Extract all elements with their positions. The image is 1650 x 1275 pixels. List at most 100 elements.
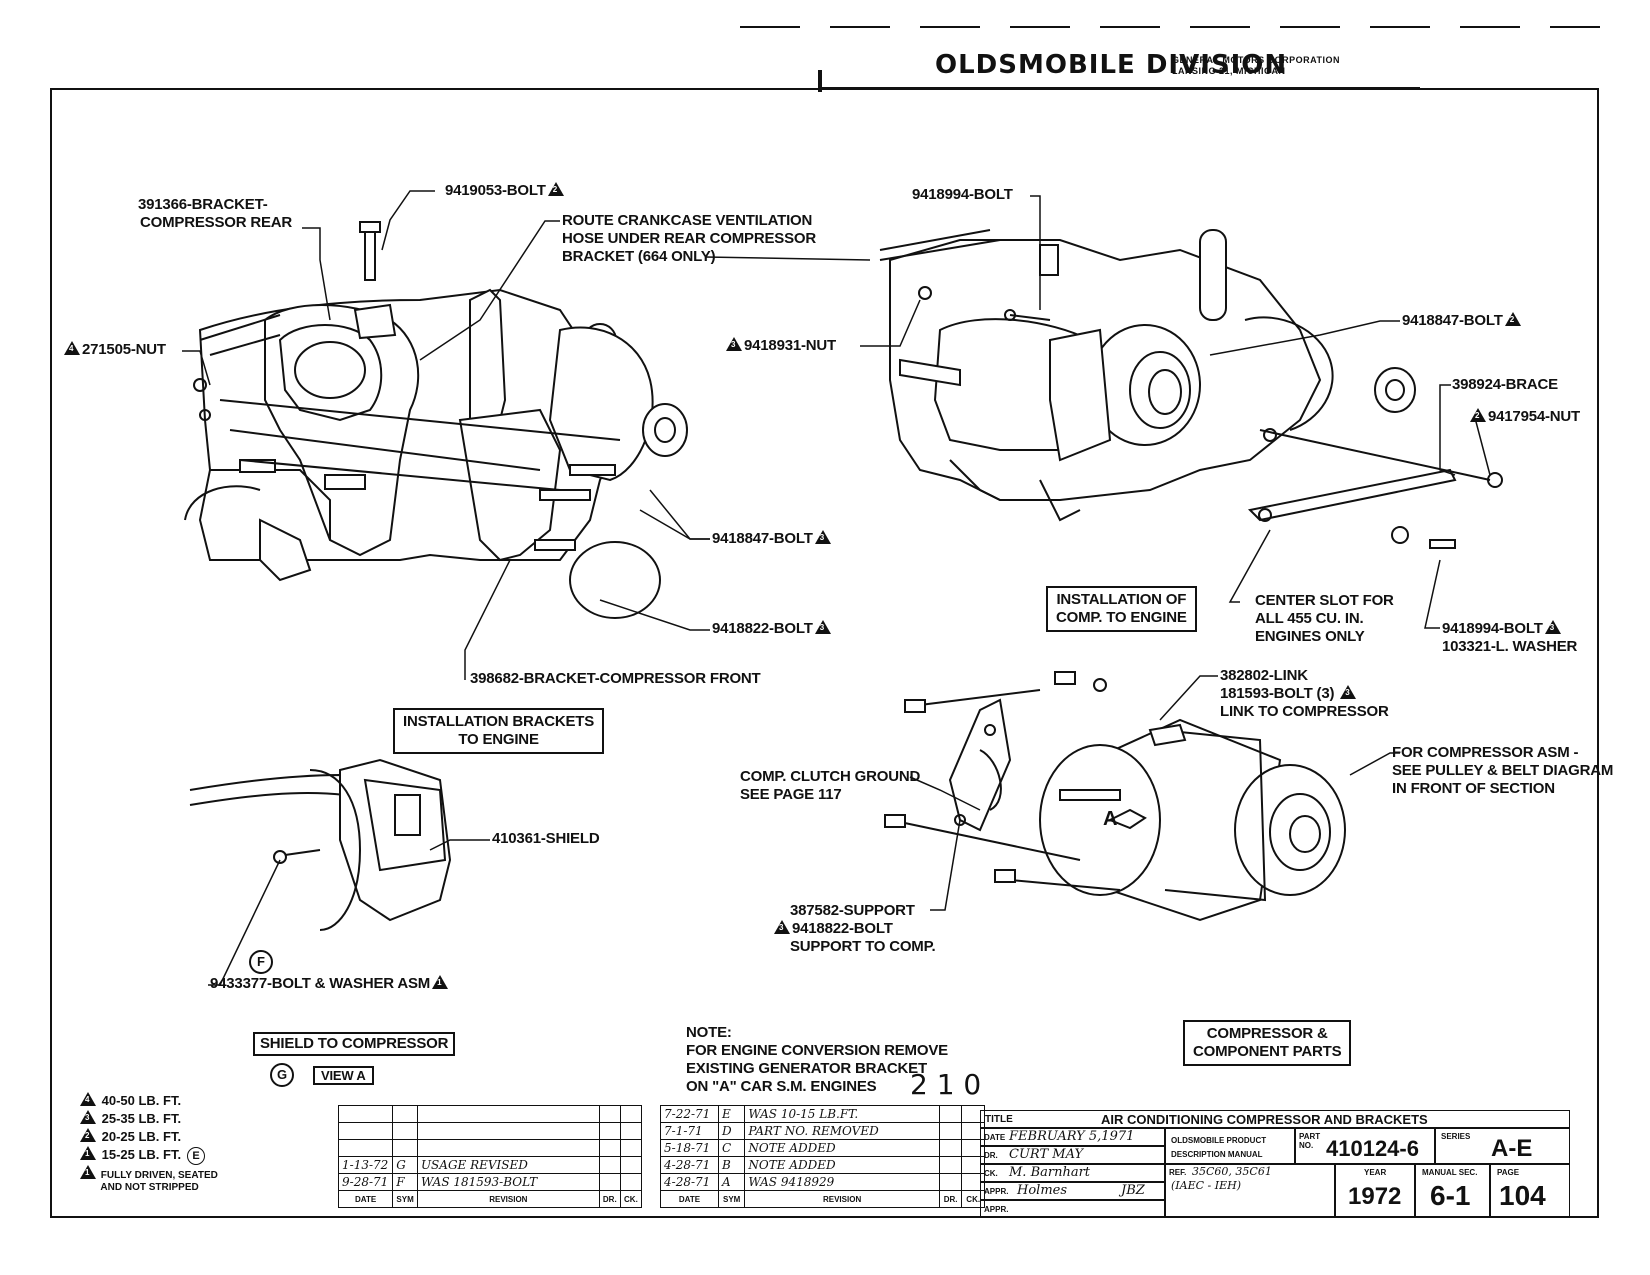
label-support-to-comp: SUPPORT TO COMP.	[790, 938, 936, 955]
title-block: TITLE AIR CONDITIONING COMPRESSOR AND BR…	[980, 1110, 1570, 1218]
division-title: OLDSMOBILE DIVISION	[935, 50, 1288, 80]
torque-legend-icon: 4	[80, 1092, 96, 1106]
revision-date: 5-18-71	[660, 1139, 719, 1157]
revision-dr	[938, 1105, 963, 1123]
revision-blank-row	[337, 1139, 643, 1157]
part-number: 410124-6	[1326, 1136, 1419, 1161]
checked-row: CK. M. Barnhart	[980, 1164, 1165, 1182]
torque-icon-number: 2	[1509, 315, 1514, 324]
label-route-line2: HOSE UNDER REAR COMPRESSOR	[562, 230, 816, 247]
label-link-to-comp: LINK TO COMPRESSOR	[1220, 703, 1389, 720]
box-compressor-parts-line2: COMPONENT PARTS	[1193, 1043, 1342, 1060]
legend-text: AND NOT STRIPPED	[98, 1182, 199, 1193]
rotation-arrow-label: A	[1103, 808, 1118, 830]
right-engine-drawing	[879, 229, 1503, 549]
box-installation-comp: INSTALLATION OF COMP. TO ENGINE	[1046, 586, 1197, 632]
label-for-compressor-line3: IN FRONT OF SECTION	[1392, 780, 1555, 797]
label-route-line3: BRACKET (664 ONLY)	[562, 248, 716, 265]
revision-ck	[619, 1156, 643, 1174]
legend-text: FULLY DRIVEN, SEATED	[98, 1170, 218, 1181]
label-bracket-rear-line1: 391366-BRACKET-	[138, 196, 268, 213]
revision-cell	[392, 1122, 418, 1140]
legend-text: 25-35 LB. FT.	[98, 1111, 182, 1126]
drawn-by: CURT MAY	[1009, 1147, 1084, 1162]
torque-legend: 4 40-50 LB. FT.3 25-35 LB. FT.2 20-25 LB…	[78, 1092, 218, 1194]
torque-icon-number: 2	[552, 185, 557, 194]
torque-legend-icon: 1	[80, 1165, 96, 1179]
label-bolt-9418847-right-text: 9418847-BOLT	[1402, 312, 1503, 329]
box-installation-brackets-line1: INSTALLATION BRACKETS	[403, 713, 595, 730]
torque-3-icon: 3	[726, 337, 742, 351]
label-link-382802-text: 382802-LINK	[1220, 667, 1308, 684]
label-for-compressor: FOR COMPRESSOR ASM - SEE PULLEY & BELT D…	[1392, 744, 1613, 798]
revision-cell	[416, 1122, 600, 1140]
circle-f-marker: F	[249, 950, 273, 974]
label-nut-271505-text: 271505-NUT	[82, 341, 166, 358]
page-cell: PAGE 104	[1490, 1164, 1570, 1218]
torque-icon-number: 3	[731, 340, 736, 349]
revision-date: 7-1-71	[660, 1122, 719, 1140]
revision-dr	[938, 1156, 963, 1174]
torque-icon-number: 1	[437, 978, 442, 987]
torque-icon-number: 4	[69, 344, 74, 353]
torque-icon-number: 4	[85, 1095, 90, 1104]
torque-2-icon: 2	[1470, 408, 1486, 422]
revision-header-dr: DR.	[938, 1190, 963, 1208]
label-bolt-9419053: 9419053-BOLT 2	[445, 182, 566, 200]
revision-cell	[598, 1105, 621, 1123]
torque-icon-number: 3	[819, 533, 824, 542]
corporation-name: GENERAL MOTORS CORPORATION	[1172, 55, 1341, 65]
page-stamp: 2 1 0	[910, 1068, 982, 1101]
revision-ck	[619, 1173, 643, 1191]
revision-cell	[598, 1122, 621, 1140]
date-label: DATE	[984, 1133, 1006, 1142]
torque-icon-number: 1	[85, 1149, 90, 1158]
note-line1: FOR ENGINE CONVERSION REMOVE	[686, 1042, 948, 1059]
drawing-title: AIR CONDITIONING COMPRESSOR AND BRACKETS	[1101, 1112, 1428, 1127]
torque-icon-number: 3	[1345, 688, 1350, 697]
label-bolt-9419053-text: 9419053-BOLT	[445, 182, 546, 199]
torque-icon-number: 3	[819, 623, 824, 632]
box-view-a: VIEW A	[313, 1066, 374, 1085]
ref-value: 35C60, 35C61	[1192, 1165, 1272, 1178]
torque-icon-number: 3	[1549, 623, 1554, 632]
title-label: TITLE	[985, 1114, 1013, 1125]
revision-cell	[619, 1139, 643, 1157]
box-installation-brackets-line2: TO ENGINE	[458, 731, 539, 748]
revision-text: NOTE ADDED	[744, 1156, 940, 1174]
circle-g-marker: G	[270, 1063, 294, 1087]
revision-header-dr: DR.	[598, 1190, 621, 1208]
revision-cell	[392, 1105, 418, 1123]
torque-legend-icon: 1	[80, 1146, 96, 1160]
series-label: SERIES	[1441, 1132, 1471, 1141]
revision-text: NOTE ADDED	[744, 1139, 940, 1157]
leader-lines	[182, 190, 1491, 986]
drawing-date: FEBRUARY 5,1971	[1009, 1129, 1135, 1144]
label-washer-103321: 103321-L. WASHER	[1442, 638, 1578, 655]
revision-dr	[938, 1139, 963, 1157]
revision-header-date: DATE	[337, 1190, 394, 1208]
revision-text: PART NO. REMOVED	[744, 1122, 940, 1140]
legend-row: AND NOT STRIPPED	[78, 1182, 218, 1194]
revision-cell	[392, 1139, 418, 1157]
revision-sym: D	[717, 1122, 746, 1140]
manual-sec-cell: MANUAL SEC. 6-1	[1415, 1164, 1490, 1218]
revision-cell	[619, 1105, 643, 1123]
legend-row: 3 25-35 LB. FT.	[78, 1110, 218, 1128]
torque-3-icon: 3	[814, 530, 831, 544]
product-cell: OLDSMOBILE PRODUCT DESCRIPTION MANUAL	[1165, 1128, 1295, 1164]
box-compressor-parts: COMPRESSOR & COMPONENT PARTS	[1183, 1020, 1352, 1066]
label-bolt-181593-text: 181593-BOLT (3)	[1220, 685, 1335, 702]
ref-value-2: (IAEC - IEH)	[1171, 1179, 1241, 1192]
box-installation-brackets: INSTALLATION BRACKETS TO ENGINE	[393, 708, 605, 754]
approved-label: APPR.	[984, 1187, 1009, 1196]
